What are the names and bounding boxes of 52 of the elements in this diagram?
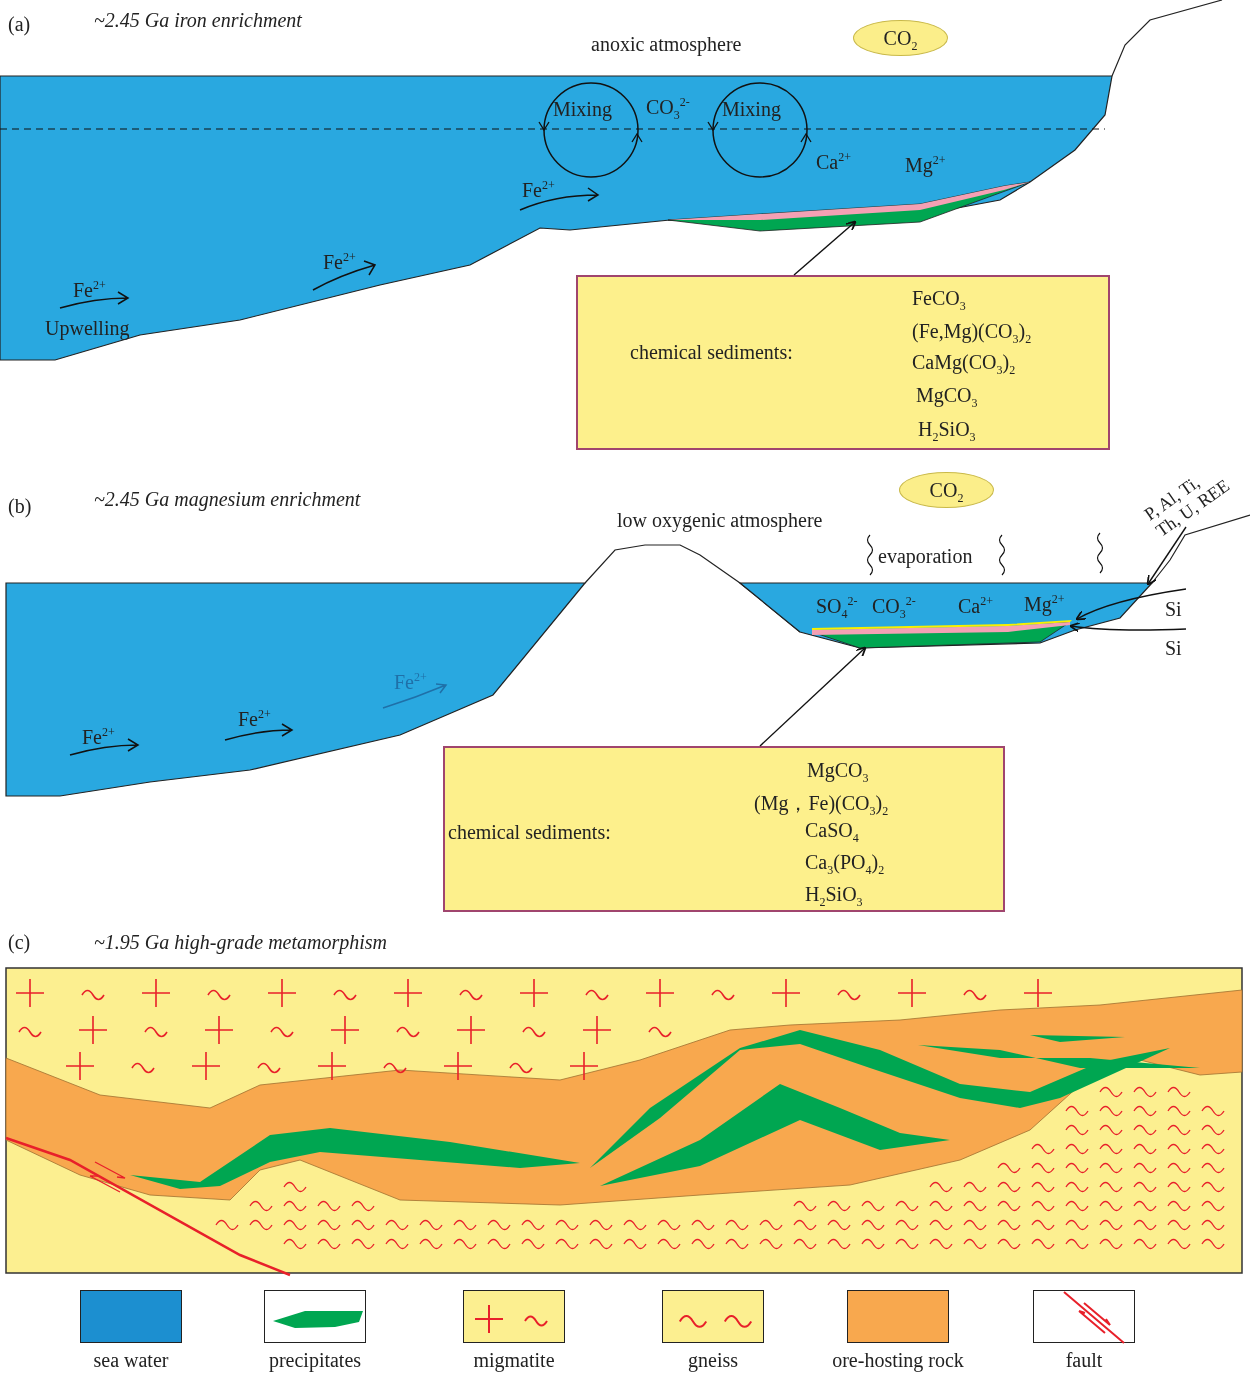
sediment-heading: chemical sediments: (630, 340, 793, 364)
mineral-formula: (Fe,Mg)(CO$_{3}$)$_{2}$ (912, 319, 1032, 343)
mineral-formula: H$_{2}$SiO$_{3}$ (918, 417, 976, 441)
element-label: P, Al, Ti, Th, U, REE (1141, 459, 1237, 545)
annotation: Ca$^{2+}$ (816, 150, 851, 174)
annotation: low oxygenic atmosphere (617, 508, 823, 532)
annotation: Fe$^{2+}$ (323, 250, 356, 274)
annotation: Fe$^{2+}$ (82, 725, 115, 749)
mineral-formula: (Mg，Fe)(CO$_{3}$)$_{2}$ (754, 791, 889, 815)
annotation: anoxic atmosphere (591, 32, 742, 56)
leader-arrow (793, 220, 857, 276)
legend-label: precipitates (268, 1349, 362, 1372)
annotation: (a) (8, 12, 31, 36)
legend-label: migmatite (473, 1349, 555, 1372)
gas-ellipse: CO$_{2}$ (853, 20, 948, 56)
mineral-formula: FeCO$_{3}$ (912, 286, 966, 310)
legend-label: fault (1065, 1349, 1103, 1372)
leader-arrow (1075, 588, 1187, 621)
sediment-box (576, 275, 1110, 450)
annotation: Fe$^{2+}$ (238, 707, 271, 731)
leader-arrow (1069, 621, 1187, 633)
gas-ellipse: CO$_{2}$ (899, 472, 994, 508)
annotation: Upwelling (45, 316, 130, 340)
panel-title: ~2.45 Ga iron enrichment (94, 8, 302, 32)
mineral-formula: MgCO$_{3}$ (807, 758, 869, 782)
panel-title: ~1.95 Ga high-grade metamorphism (94, 930, 388, 954)
panel-title: ~2.45 Ga magnesium enrichment (94, 487, 361, 511)
mineral-formula: MgCO$_{3}$ (916, 383, 978, 407)
annotation: Ca$^{2+}$ (958, 594, 993, 618)
leader-arrow (1146, 526, 1187, 586)
legend-label: ore-hosting rock (832, 1349, 964, 1372)
sediment-box (443, 746, 1005, 912)
annotation: Mg$^{2+}$ (905, 153, 946, 177)
annotation: Fe$^{2+}$ (73, 278, 106, 302)
sediment-heading: chemical sediments: (448, 820, 611, 844)
annotation: Mixing (722, 97, 781, 121)
mineral-formula: H$_{2}$SiO$_{3}$ (805, 882, 863, 906)
element-label: Si (1165, 637, 1187, 661)
legend-label: gneiss (688, 1349, 738, 1372)
annotation: (c) (8, 930, 31, 954)
mineral-formula: Ca$_{3}$(PO$_{4}$)$_{2}$ (805, 850, 885, 874)
mineral-formula: CaMg(CO$_{3}$)$_{2}$ (912, 350, 1016, 374)
element-label: Si (1165, 598, 1187, 622)
annotation: evaporation (878, 544, 973, 568)
leader-arrow (759, 646, 867, 747)
annotation: Fe$^{2+}$ (522, 178, 555, 202)
annotation: Mg$^{2+}$ (1024, 592, 1065, 616)
mineral-formula: CaSO$_{4}$ (805, 818, 859, 842)
annotation: Mixing (553, 97, 612, 121)
annotation: (b) (8, 494, 32, 518)
annotation: Fe$^{2+}$ (394, 670, 427, 694)
legend-label: sea water (93, 1349, 169, 1372)
